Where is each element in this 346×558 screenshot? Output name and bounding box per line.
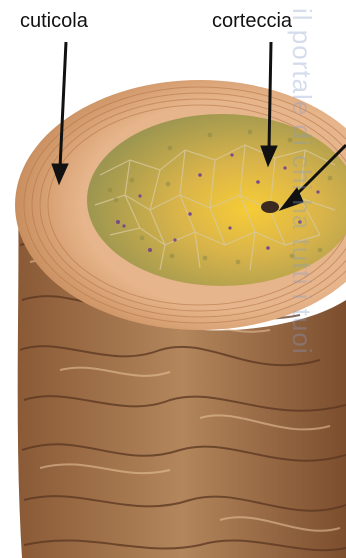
label-cortex: corteccia — [212, 11, 292, 31]
watermark-text: il portale di chi ha tutti i tuoi — [289, 8, 315, 355]
medulla-core — [261, 201, 279, 213]
label-cuticle: cuticola — [20, 11, 88, 31]
